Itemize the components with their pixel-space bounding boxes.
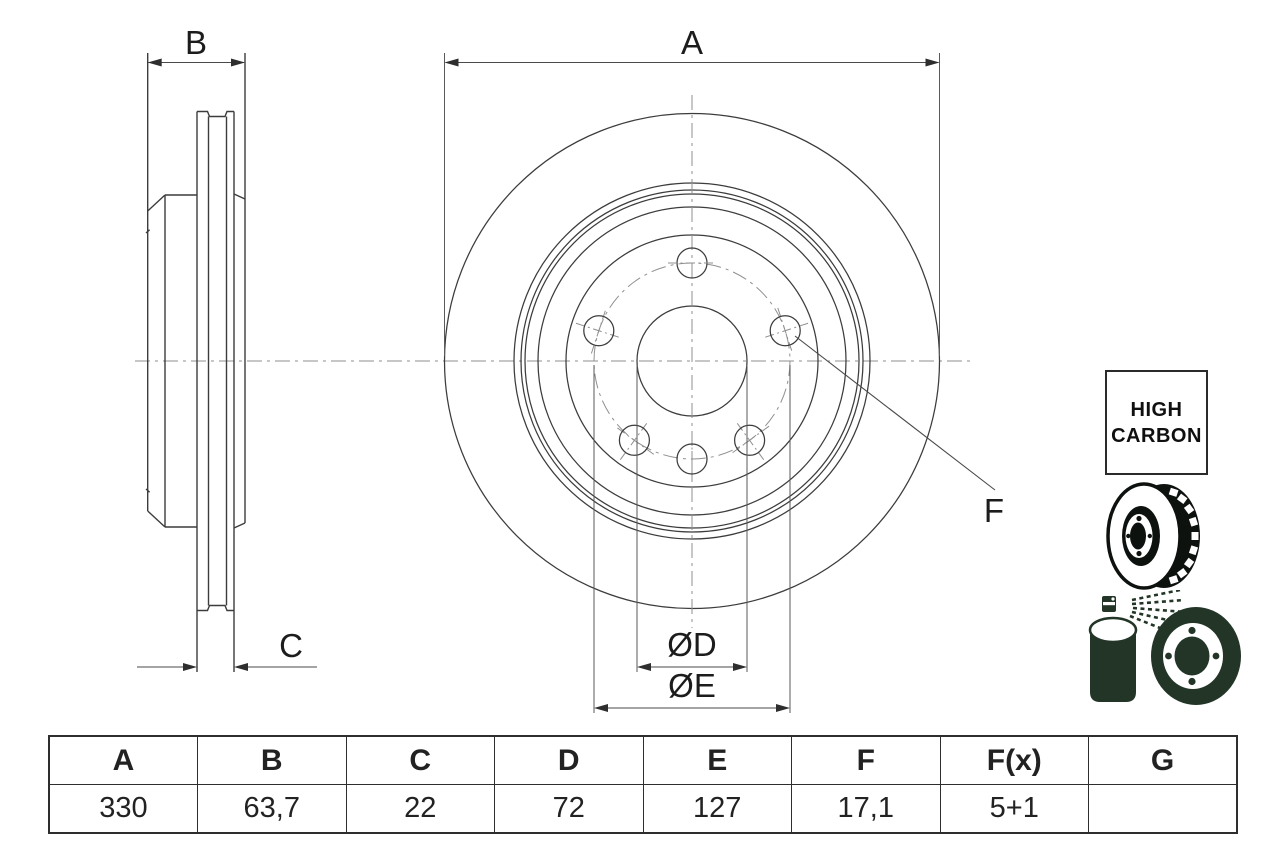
dimension-c-label: C <box>279 627 303 664</box>
vented-brake-disc-icon <box>1106 482 1200 590</box>
cross-section-view <box>145 53 246 672</box>
spec-header-c: C <box>345 735 495 785</box>
dimension-a-label: A <box>681 24 703 61</box>
dimension-a: A <box>444 24 940 356</box>
bolt-holes <box>575 247 809 483</box>
dimension-b-label: B <box>185 24 207 61</box>
dimension-b: B <box>147 24 245 67</box>
spray-coated-disc-icon <box>1088 590 1241 705</box>
dimension-d-label: ØD <box>667 626 717 663</box>
callout-f-label: F <box>984 492 1004 529</box>
callout-f: F <box>794 335 1004 529</box>
coated-disc <box>1151 607 1241 705</box>
spec-value-fx: 5+1 <box>939 784 1089 834</box>
spec-header-a: A <box>48 735 198 785</box>
dimension-c: C <box>137 627 317 671</box>
spec-header-d: D <box>494 735 644 785</box>
spec-header-g: G <box>1088 735 1238 785</box>
spec-header-fx: F(x) <box>939 735 1089 785</box>
locating-hole <box>676 443 708 475</box>
dimension-e-label: ØE <box>668 667 716 704</box>
dimension-e: ØE <box>593 365 791 713</box>
front-view <box>443 95 941 628</box>
technical-drawing: B C <box>135 24 1004 713</box>
high-carbon-line2: CARBON <box>1111 424 1202 447</box>
dimension-d: ØD <box>636 365 748 672</box>
spec-value-f: 17,1 <box>791 784 941 834</box>
spec-table-value-row: 330 63,7 22 72 127 17,1 5+1 <box>48 784 1238 834</box>
spec-table-header-row: A B C D E F F(x) G <box>48 735 1238 785</box>
high-carbon-line1: HIGH <box>1130 398 1183 421</box>
high-carbon-badge: HIGH CARBON <box>1105 370 1208 475</box>
spec-header-e: E <box>642 735 792 785</box>
spec-value-c: 22 <box>345 784 495 834</box>
dimension-spec-table: A B C D E F F(x) G 330 63,7 22 72 127 17… <box>48 735 1238 834</box>
spec-value-d: 72 <box>494 784 644 834</box>
spray-mist <box>1129 590 1186 630</box>
spec-value-b: 63,7 <box>197 784 347 834</box>
spray-can <box>1088 596 1138 702</box>
spec-value-a: 330 <box>48 784 198 834</box>
spec-value-e: 127 <box>642 784 792 834</box>
spec-header-f: F <box>791 735 941 785</box>
spec-header-b: B <box>197 735 347 785</box>
spec-value-g <box>1088 784 1238 834</box>
